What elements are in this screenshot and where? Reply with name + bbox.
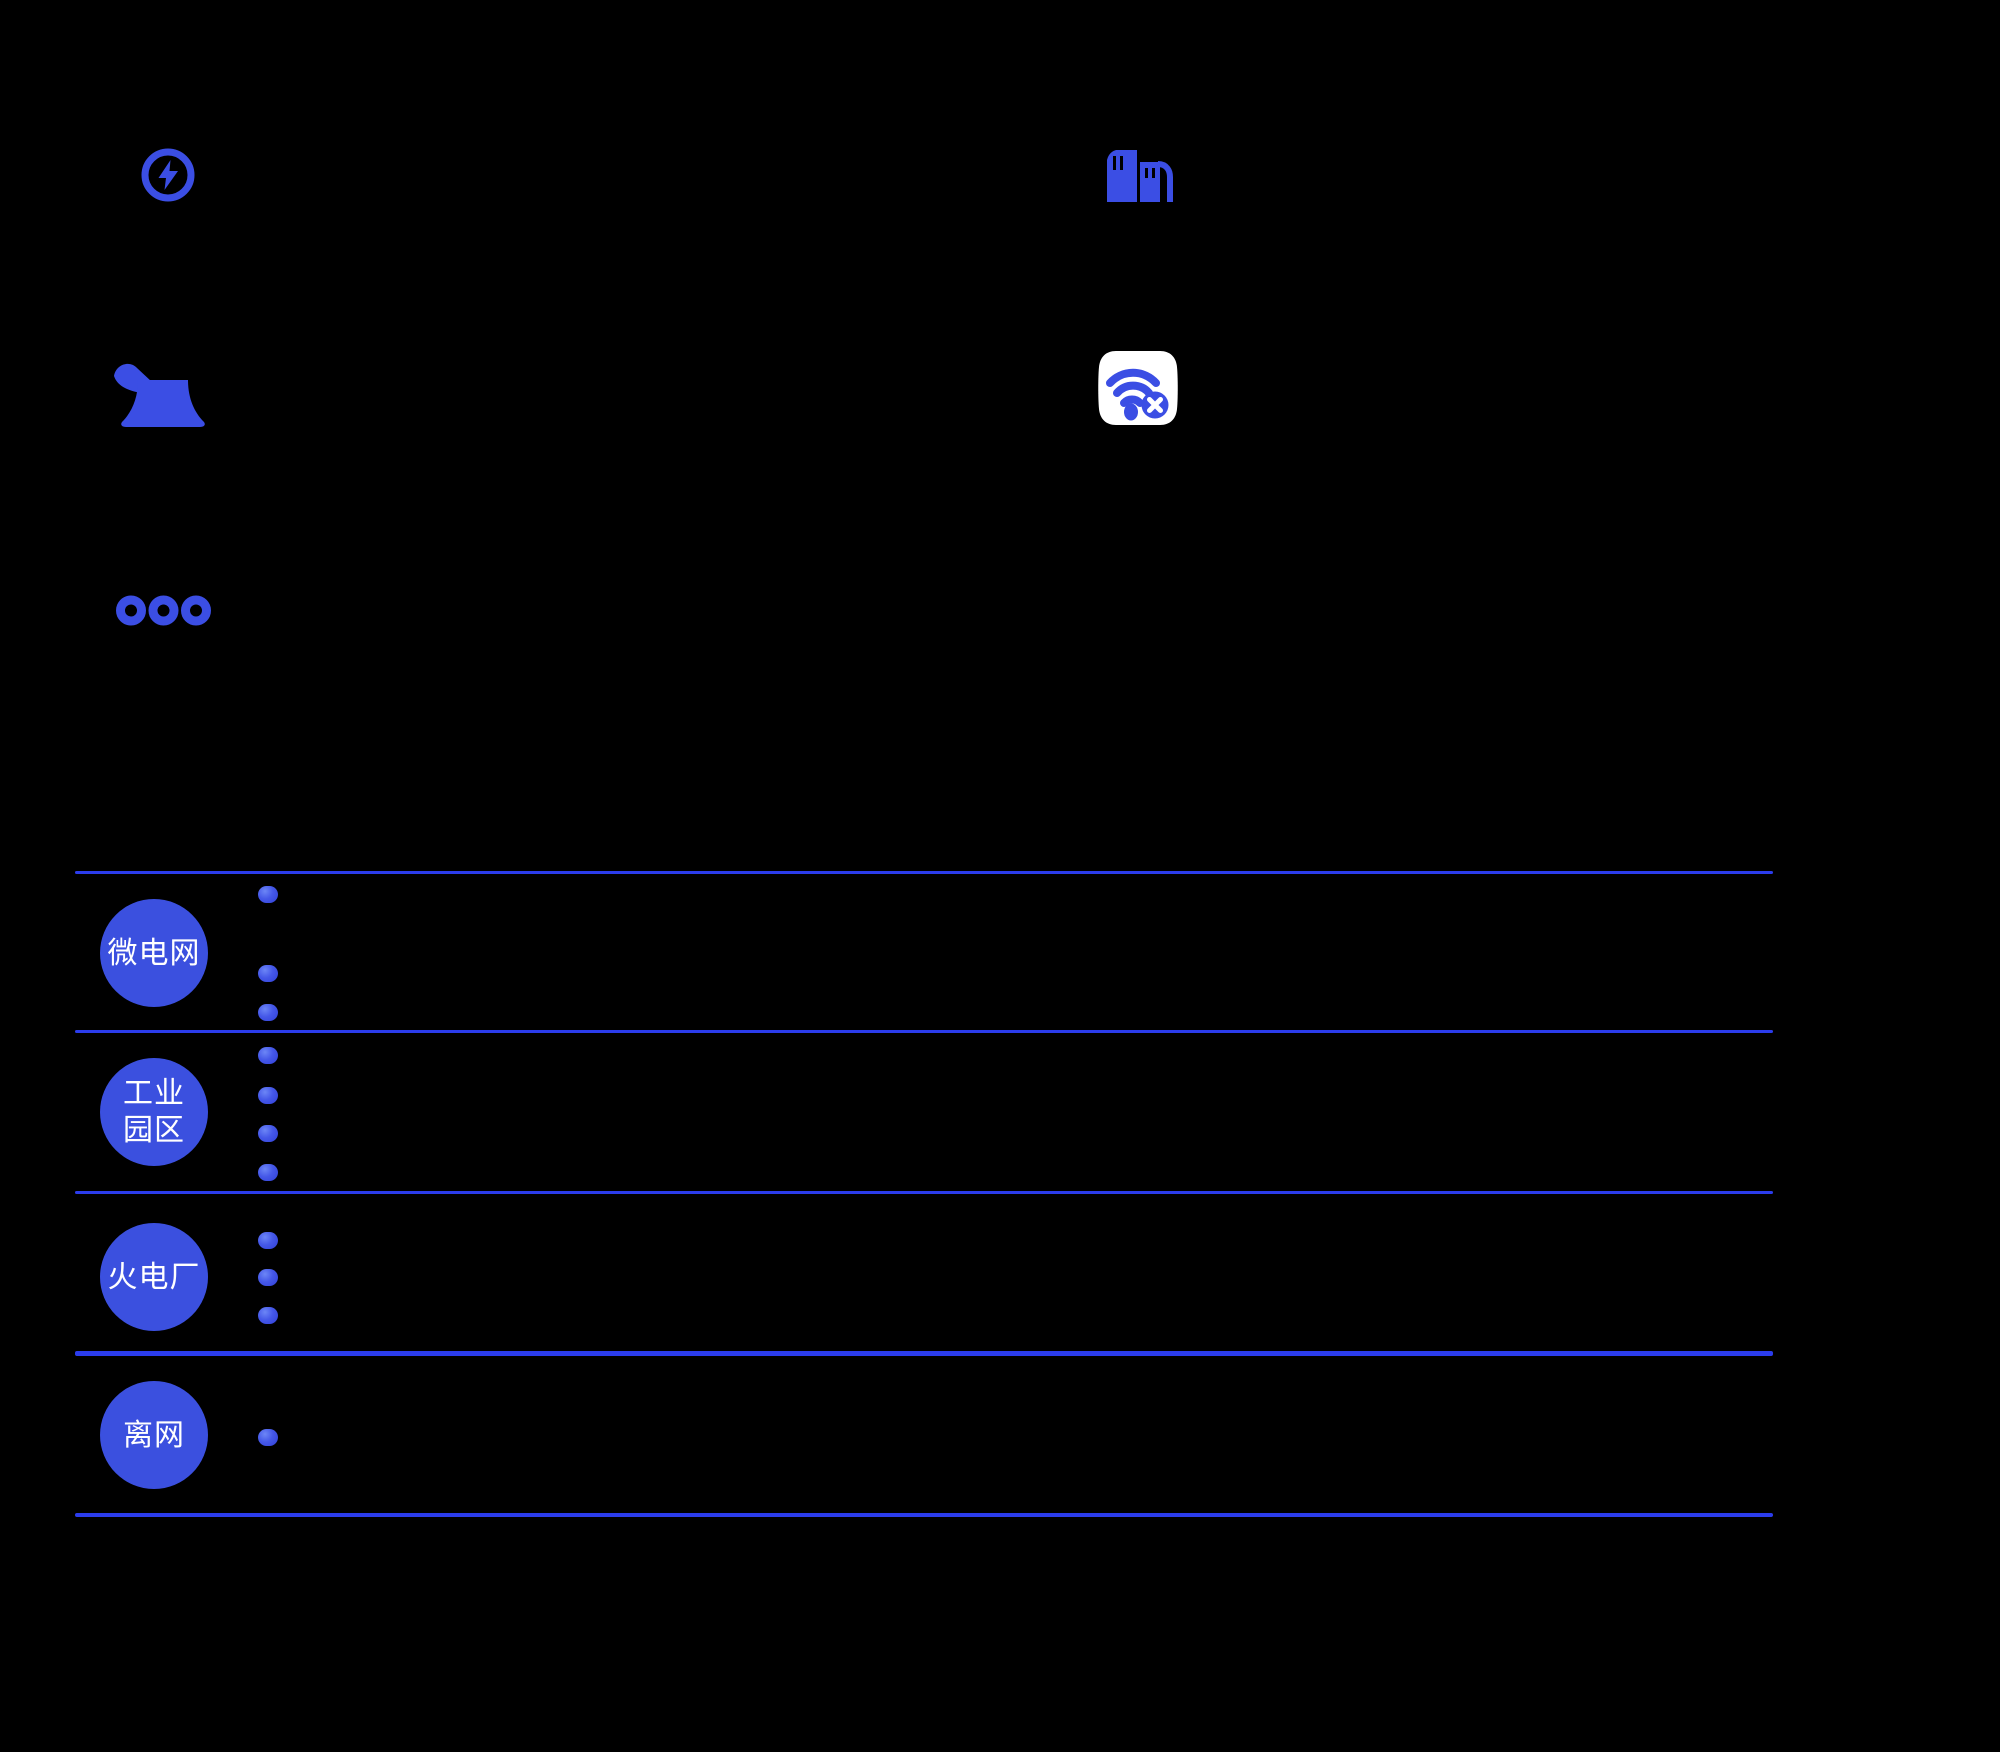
bullet-marker	[258, 1269, 278, 1286]
three-rings-icon	[116, 595, 211, 626]
bullet-marker	[258, 1047, 278, 1064]
thermal-power-plant-icon	[106, 358, 218, 432]
bullet-marker	[258, 965, 278, 982]
bullet-marker	[258, 1164, 278, 1181]
row-badge-label: 工业 园区	[123, 1077, 185, 1147]
row-badge-label: 微电网	[107, 936, 201, 970]
row-badge-microgrid: 微电网	[100, 899, 208, 1007]
bullet-marker	[258, 1125, 278, 1142]
table-divider	[75, 1351, 1773, 1356]
bullet-marker	[258, 1004, 278, 1021]
bullet-marker	[258, 1232, 278, 1249]
bullet-marker	[258, 1307, 278, 1324]
wifi-offline-icon	[1096, 349, 1180, 427]
lightning-circle-icon	[140, 147, 196, 203]
row-badge-thermal-plant: 火电厂	[100, 1223, 208, 1331]
table-divider-bottom	[75, 1513, 1773, 1517]
bullet-marker	[258, 886, 278, 903]
table-divider-top	[75, 871, 1773, 874]
row-badge-label: 离网	[123, 1418, 185, 1452]
row-badge-offgrid: 离网	[100, 1381, 208, 1489]
row-badge-label: 火电厂	[107, 1260, 201, 1294]
table-divider	[75, 1191, 1773, 1194]
table-divider	[75, 1030, 1773, 1033]
row-badge-industrial-park: 工业 园区	[100, 1058, 208, 1166]
bullet-marker	[258, 1429, 278, 1446]
bullet-marker	[258, 1087, 278, 1104]
ev-charging-station-icon	[1104, 146, 1174, 204]
